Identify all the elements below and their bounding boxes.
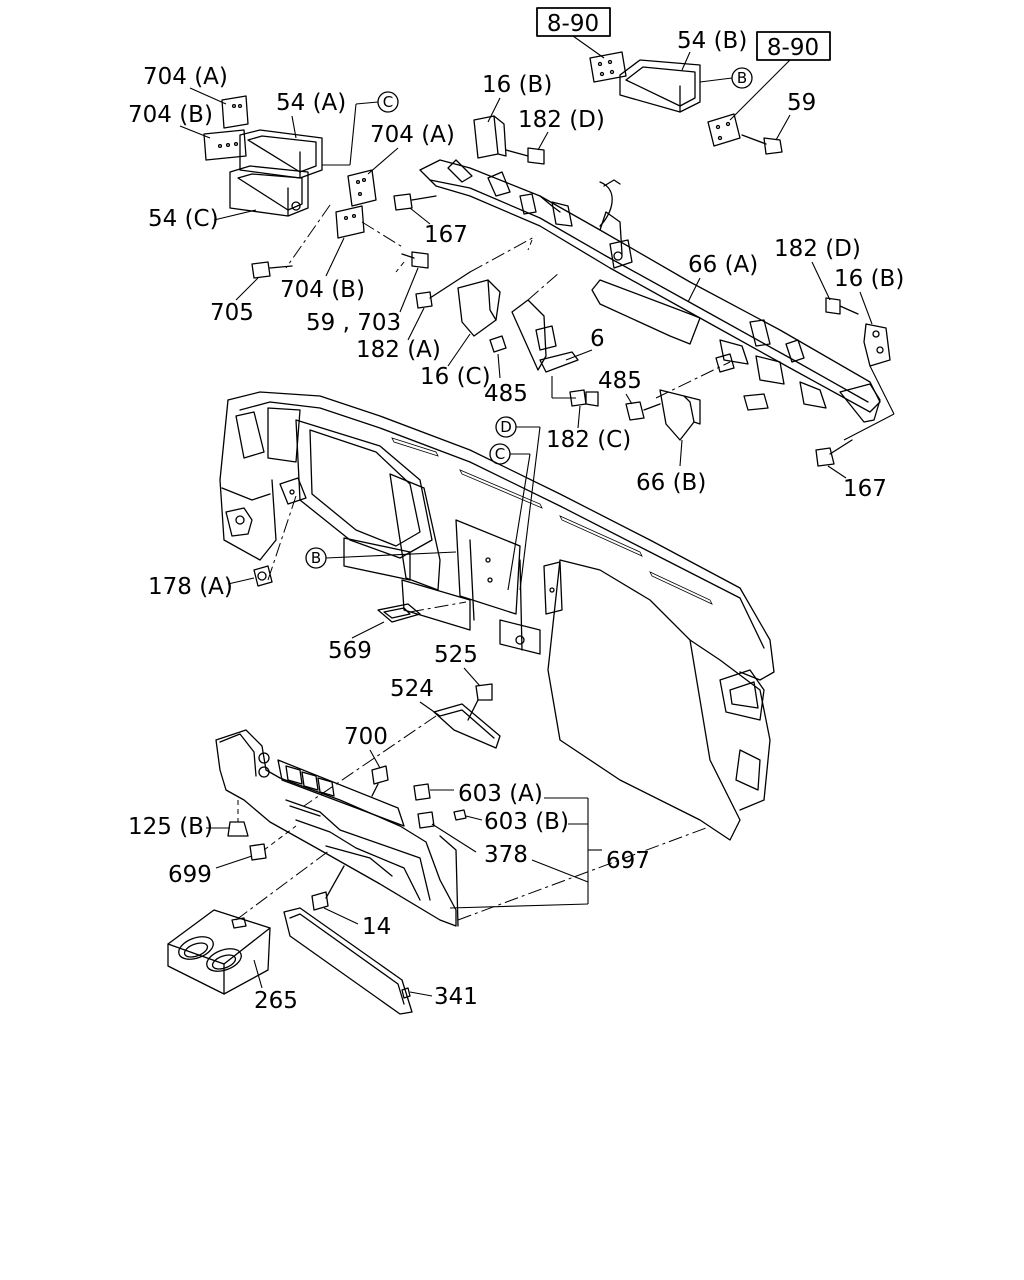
bolt-182d-top	[505, 147, 545, 165]
cup-holder-265: 265	[167, 849, 331, 1014]
label-485-left: 485	[484, 381, 528, 407]
label-54c: 54 (C)	[148, 206, 219, 232]
label-182d-top: 182 (D)	[518, 107, 605, 133]
label-167-bot: 167	[843, 476, 887, 502]
screw-14: 14	[311, 865, 391, 940]
plate-378: 378	[417, 811, 528, 868]
clip-569: 569	[328, 601, 467, 664]
label-699: 699	[168, 862, 212, 888]
callout-b-group: B	[305, 547, 457, 569]
lid-341: 341	[283, 907, 478, 1015]
clip-603a: 603 (A)	[413, 781, 543, 807]
label-178a: 178 (A)	[148, 574, 233, 600]
bracket-704b-mid	[335, 205, 365, 239]
bracket-704a-mid	[347, 169, 377, 207]
label-704a-top: 704 (A)	[143, 64, 228, 90]
callout-d-group: D	[495, 416, 541, 591]
nut-178a: 178 (A)	[148, 495, 297, 600]
ref-box-8-90-right: 8-90	[729, 31, 831, 121]
screw-59-703: 59 , 703	[306, 251, 429, 336]
label-700: 700	[344, 724, 388, 750]
label-485-right: 485	[598, 368, 642, 394]
label-182a: 182 (A)	[356, 337, 441, 363]
label-125b: 125 (B)	[128, 814, 213, 840]
label-6: 6	[590, 326, 605, 352]
pocket-54c	[229, 165, 309, 217]
clip-125b: 125 (B)	[128, 800, 249, 840]
label-697: 697	[606, 848, 650, 874]
callout-b-mid: B	[311, 549, 321, 567]
cover-16c: 16 (C)	[420, 279, 501, 390]
bracket-66b: 66 (B)	[636, 389, 706, 496]
label-525: 525	[434, 642, 478, 668]
nut-485-right: 485	[598, 368, 661, 421]
label-54b: 54 (B)	[677, 28, 747, 54]
callout-b-top: B	[737, 69, 747, 87]
label-16b-right: 16 (B)	[834, 266, 904, 292]
nut-485-left: 485	[484, 335, 528, 407]
label-54a: 54 (A)	[276, 90, 346, 116]
bolt-182c: 182 (C)	[546, 376, 631, 453]
pocket-54b: 54 (B) B	[619, 28, 753, 113]
label-16c: 16 (C)	[420, 364, 491, 390]
bracket-704b-top	[203, 129, 247, 161]
label-704a-mid: 704 (A)	[370, 122, 455, 148]
label-378: 378	[484, 842, 528, 868]
label-59: 59	[787, 90, 816, 116]
bracket-small-right	[707, 113, 741, 147]
ref-box-8-90-left: 8-90	[536, 7, 611, 59]
trim-524: 524	[390, 676, 501, 749]
bracket-6: 6	[511, 299, 605, 373]
label-603b: 603 (B)	[484, 809, 569, 835]
bracket-small-left	[589, 51, 627, 83]
label-603a: 603 (A)	[458, 781, 543, 807]
label-14: 14	[362, 914, 391, 940]
cross-member-66a	[419, 159, 881, 423]
label-66b: 66 (B)	[636, 470, 706, 496]
label-182d-right: 182 (D)	[774, 236, 861, 262]
label-16b-top: 16 (B)	[482, 72, 552, 98]
label-569: 569	[328, 638, 372, 664]
screw-59: 59	[741, 90, 816, 155]
bolt-182d-right	[825, 297, 859, 315]
label-341: 341	[434, 984, 478, 1010]
callout-c-group: C	[489, 443, 531, 591]
screw-700: 700	[344, 724, 389, 797]
label-167-top: 167	[424, 222, 468, 248]
clip-699: 699	[168, 825, 297, 888]
bolt-182a: 182 (A)	[356, 271, 471, 363]
bolt-167-bot: 167	[815, 439, 887, 502]
bracket-16b-right	[843, 323, 895, 441]
label-704b-top: 704 (B)	[128, 102, 213, 128]
screw-525: 525	[434, 642, 493, 721]
label-704b-mid: 704 (B)	[280, 277, 365, 303]
label-524: 524	[390, 676, 434, 702]
lower-panel-697	[215, 729, 459, 927]
label-265: 265	[254, 988, 298, 1014]
ref-label-8-90-right: 8-90	[767, 35, 819, 61]
label-705: 705	[210, 300, 254, 326]
bolt-167-top: 167	[393, 193, 468, 248]
screw-705: 705	[210, 261, 293, 326]
callout-d-mid: D	[500, 418, 512, 436]
bracket-704a-top	[221, 95, 249, 129]
bracket-16b-top	[473, 115, 507, 159]
label-182c: 182 (C)	[546, 427, 631, 453]
label-66a: 66 (A)	[688, 252, 758, 278]
ref-label-8-90-left: 8-90	[547, 11, 599, 37]
clip-603b: 603 (B)	[453, 809, 569, 835]
pocket-54a: C	[239, 91, 399, 179]
bracket-line-697: 697	[449, 797, 650, 909]
callout-c-mid: C	[495, 445, 505, 463]
callout-c-top: C	[383, 93, 393, 111]
label-59-703: 59 , 703	[306, 310, 401, 336]
